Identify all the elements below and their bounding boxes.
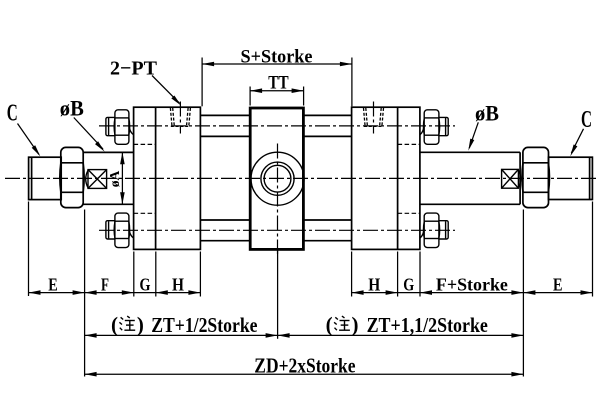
svg-text:): ) — [137, 312, 144, 336]
svg-text:E: E — [48, 274, 58, 294]
svg-text:C: C — [7, 101, 18, 127]
svg-text:øB: øB — [60, 95, 84, 120]
svg-text:øB: øB — [475, 101, 499, 126]
svg-text:TT: TT — [268, 73, 289, 94]
svg-text:F+Storke: F+Storke — [436, 274, 508, 294]
svg-text:øA: øA — [107, 171, 122, 188]
svg-text:S+Storke: S+Storke — [241, 46, 313, 67]
svg-text:ZT+1,1/2Storke: ZT+1,1/2Storke — [367, 313, 488, 337]
svg-text:H: H — [172, 274, 184, 294]
svg-text:ZD+2xStorke: ZD+2xStorke — [254, 354, 355, 378]
svg-text:G: G — [403, 274, 414, 294]
svg-text:F: F — [101, 274, 109, 294]
svg-text:C: C — [581, 107, 592, 133]
svg-text:H: H — [368, 274, 380, 294]
svg-text:2−PT: 2−PT — [110, 58, 158, 80]
svg-text:E: E — [553, 274, 563, 294]
svg-text:(: ( — [326, 312, 333, 336]
svg-text:G: G — [140, 274, 151, 294]
svg-text:(: ( — [111, 312, 118, 336]
svg-text:): ) — [352, 312, 359, 336]
svg-text:ZT+1/2Storke: ZT+1/2Storke — [151, 313, 257, 337]
